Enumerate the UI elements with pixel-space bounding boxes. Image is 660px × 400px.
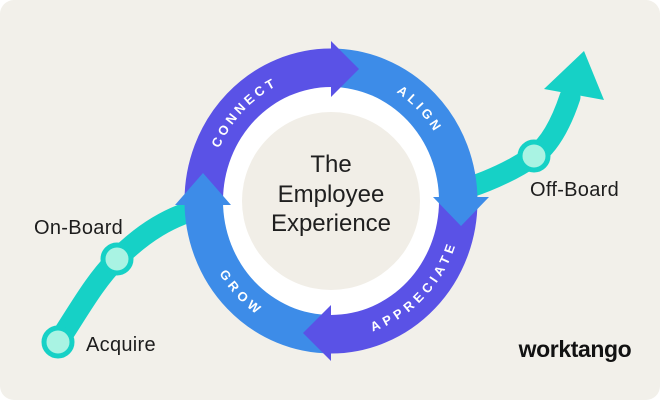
- journey-dot-acquire: [41, 325, 75, 359]
- cycle-arrowhead-bottom-icon: [303, 305, 331, 361]
- center-circle: [242, 112, 420, 290]
- cycle-arrowhead-top-icon: [331, 41, 359, 97]
- diagram-title: The Employee Experience: [271, 151, 391, 237]
- cycle-arrowhead-left-icon: [175, 173, 231, 205]
- stage-arc-grow: [184, 200, 332, 354]
- worktango-logo: worktango: [518, 336, 632, 362]
- diagram-title-line2: Employee: [278, 181, 385, 208]
- journey-arrowhead-icon: [544, 51, 604, 100]
- stage-arc-align: [330, 48, 478, 202]
- diagram-title-line1: The: [310, 151, 351, 178]
- stage-arc-connect: [184, 48, 332, 202]
- journey-label-onboard: On-Board: [34, 217, 123, 239]
- journey-label-offboard: Off-Board: [530, 179, 619, 201]
- stage-arc-appreciate: [330, 200, 478, 354]
- journey-dot-onboard: [100, 242, 134, 276]
- diagram-title-line3: Experience: [271, 210, 391, 237]
- journey-dot-offboard: [517, 139, 551, 173]
- journey-label-acquire: Acquire: [86, 334, 156, 356]
- cycle-arrowhead-right-icon: [433, 197, 489, 226]
